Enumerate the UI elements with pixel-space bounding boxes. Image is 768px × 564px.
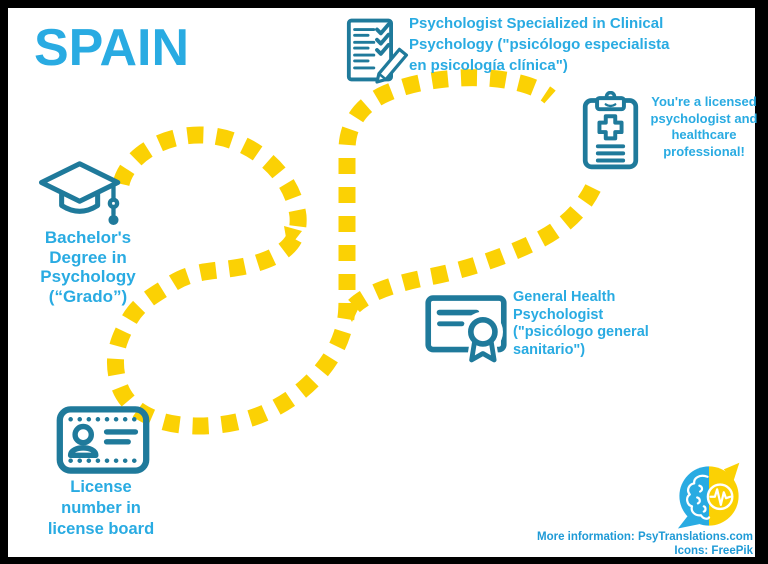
station-licensed-line: healthcare: [671, 127, 737, 142]
station-bachelor-line: Psychology: [40, 267, 136, 286]
station-general-health-line: ("psicólogo general: [513, 324, 649, 340]
station-bachelor-line: Bachelor's: [44, 228, 132, 247]
station-clinical-line: Psychology ("psicólogo especialista: [409, 36, 670, 53]
station-general-health-label: General Health Psychologist ("psicólogo …: [513, 289, 649, 359]
journey-path-main: [106, 69, 556, 435]
medical-clipboard-icon: [582, 91, 639, 170]
station-bachelor-label: Bachelor's Degree in Psychology (“Grado”…: [22, 228, 154, 306]
station-general-health-line: General Health: [513, 289, 616, 305]
checklist-pencil-icon: [346, 18, 409, 84]
psytranslations-logo: [677, 462, 740, 529]
station-general-health-line: Psychologist: [513, 306, 604, 323]
path-arrow-southwest: [284, 226, 302, 249]
station-clinical-line: Psychologist Specialized in Clinical: [409, 15, 664, 32]
graduation-cap-icon: [38, 161, 121, 225]
station-bachelor-line: Degree in: [49, 247, 127, 267]
station-license-number-line: License: [70, 478, 132, 496]
station-licensed-line: professional!: [663, 143, 745, 159]
station-bachelor-line: (“Grado”): [48, 286, 128, 306]
station-license-number-line: number in: [61, 499, 141, 517]
page-title: SPAIN: [34, 19, 190, 77]
certificate-icon: [425, 295, 507, 364]
id-card-icon: [56, 406, 150, 474]
station-license-number-label: License number in license board: [20, 477, 182, 540]
brain-icon: [686, 474, 711, 520]
footer-credits: More information: PsyTranslations.com Ic…: [537, 530, 753, 558]
path-arrow-down: [341, 303, 361, 322]
journey-path-branch: [348, 183, 601, 313]
station-licensed-line: psychologist and: [650, 110, 758, 126]
station-general-health-line: sanitario"): [513, 341, 586, 358]
station-clinical-label: Psychologist Specialized in Clinical Psy…: [409, 13, 670, 76]
station-license-number-line: license board: [47, 520, 155, 538]
pulse-icon: [706, 483, 734, 511]
footer-more-info: More information: PsyTranslations.com: [537, 531, 753, 543]
footer-icons-credit: Icons: FreePik: [674, 545, 753, 557]
station-clinical-line: en psicología clínica"): [409, 57, 568, 74]
station-licensed-line: You're a licensed: [651, 94, 757, 109]
station-licensed-label: You're a licensed psychologist and healt…: [643, 94, 765, 160]
